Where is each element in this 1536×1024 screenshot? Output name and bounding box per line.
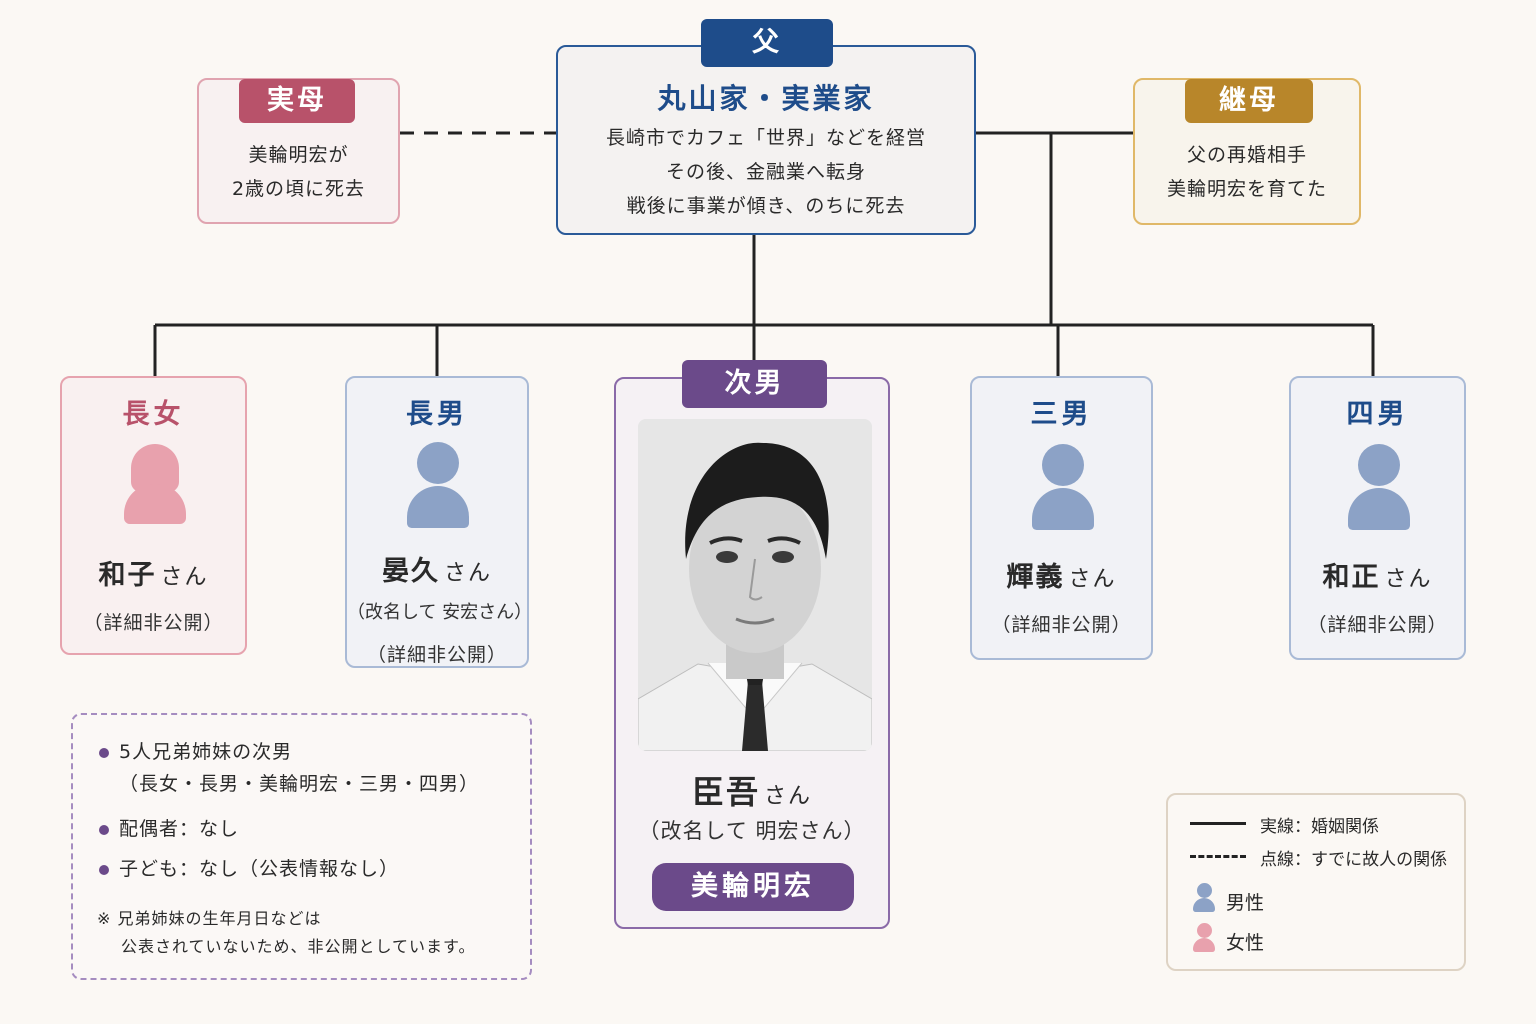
footnote-line-2: 公表されていないため、非公開としています。: [121, 937, 476, 956]
eldest-daughter-detail: （詳細非公開）: [83, 612, 224, 634]
portrait-photo: [638, 419, 872, 751]
notes-box: 5人兄弟姉妹の次男 （長女・長男・美輪明宏・三男・四男） 配偶者：なし 子ども：…: [71, 713, 532, 980]
birth-mother-line-1: 美輪明宏が: [248, 144, 349, 166]
legend-female-label: 女性: [1226, 932, 1265, 954]
eldest-son-note: （改名して 安宏さん）: [347, 602, 533, 623]
third-son-role: 三男: [1030, 399, 1093, 430]
second-son-card: 臣吾さん （改名して 明宏さん） 美輪明宏: [614, 377, 890, 929]
second-son-tag: 次男: [682, 360, 827, 408]
legend-dashed-label: 点線：すでに故人の関係: [1260, 850, 1448, 870]
bullet-icon: [99, 825, 109, 835]
male-person-icon: [405, 442, 471, 528]
father-line-2: その後、金融業へ転身: [665, 161, 866, 183]
bullet-icon: [99, 748, 109, 758]
father-line-1: 長崎市でカフェ「世界」などを経営: [605, 127, 926, 149]
eldest-son-suffix: さん: [443, 561, 492, 586]
third-son-detail: （詳細非公開）: [991, 614, 1132, 636]
stepmother-tag: 継母: [1185, 79, 1313, 123]
eldest-daughter-card: 長女 和子さん （詳細非公開）: [60, 376, 247, 655]
birth-mother-line-2: 2歳の頃に死去: [231, 178, 366, 200]
eldest-daughter-name: 和子: [98, 560, 157, 591]
solid-line-icon: [1190, 822, 1246, 825]
male-person-icon: [1346, 444, 1412, 530]
father-card: 丸山家・実業家 長崎市でカフェ「世界」などを経営 その後、金融業へ転身 戦後に事…: [556, 45, 976, 235]
fourth-son-name: 和正: [1322, 562, 1381, 593]
eldest-daughter-role: 長女: [122, 399, 185, 430]
male-person-icon: [1030, 444, 1096, 530]
female-legend-icon: [1192, 923, 1216, 953]
eldest-son-card: 長男 晏久さん （改名して 安宏さん） （詳細非公開）: [345, 376, 533, 668]
fourth-son-detail: （詳細非公開）: [1307, 614, 1448, 636]
legend-solid-label: 実線：婚姻関係: [1260, 817, 1379, 837]
second-son-name: 臣吾: [691, 773, 760, 811]
father-tag: 父: [701, 19, 833, 67]
fourth-son-suffix: さん: [1384, 567, 1433, 592]
legend-male-label: 男性: [1226, 892, 1265, 914]
birth-mother-tag: 実母: [239, 79, 355, 123]
note-sibling-order: （長女・長男・美輪明宏・三男・四男）: [119, 773, 480, 795]
note-spouse: 配偶者：なし: [119, 818, 240, 840]
bullet-icon: [99, 865, 109, 875]
footnote-line-1: ※ 兄弟姉妹の生年月日などは: [97, 909, 322, 928]
eldest-son-detail: （詳細非公開）: [366, 644, 507, 666]
father-line-3: 戦後に事業が傾き、のちに死去: [626, 195, 906, 217]
third-son-card: 三男 輝義さん （詳細非公開）: [970, 376, 1153, 660]
father-title: 丸山家・実業家: [657, 82, 875, 115]
eldest-son-role: 長男: [406, 399, 468, 430]
eldest-daughter-suffix: さん: [160, 565, 209, 590]
stepmother-line-1: 父の再婚相手: [1186, 144, 1307, 166]
third-son-name: 輝義: [1006, 562, 1065, 593]
fourth-son-card: 四男 和正さん （詳細非公開）: [1289, 376, 1466, 660]
stage-name-badge: 美輪明宏: [652, 863, 854, 911]
eldest-son-name: 晏久: [381, 556, 440, 587]
note-siblings: 5人兄弟姉妹の次男: [119, 741, 293, 763]
note-children: 子ども：なし（公表情報なし）: [119, 858, 400, 880]
male-legend-icon: [1192, 883, 1216, 913]
stepmother-line-2: 美輪明宏を育てた: [1166, 178, 1327, 200]
dashed-line-icon: [1190, 855, 1246, 858]
fourth-son-role: 四男: [1346, 399, 1409, 430]
second-son-suffix: さん: [764, 784, 813, 809]
female-person-icon: [122, 444, 188, 526]
second-son-note: （改名して 明宏さん）: [638, 819, 866, 843]
legend-box: 実線：婚姻関係 点線：すでに故人の関係 男性 女性: [1166, 793, 1466, 971]
third-son-suffix: さん: [1068, 567, 1117, 592]
